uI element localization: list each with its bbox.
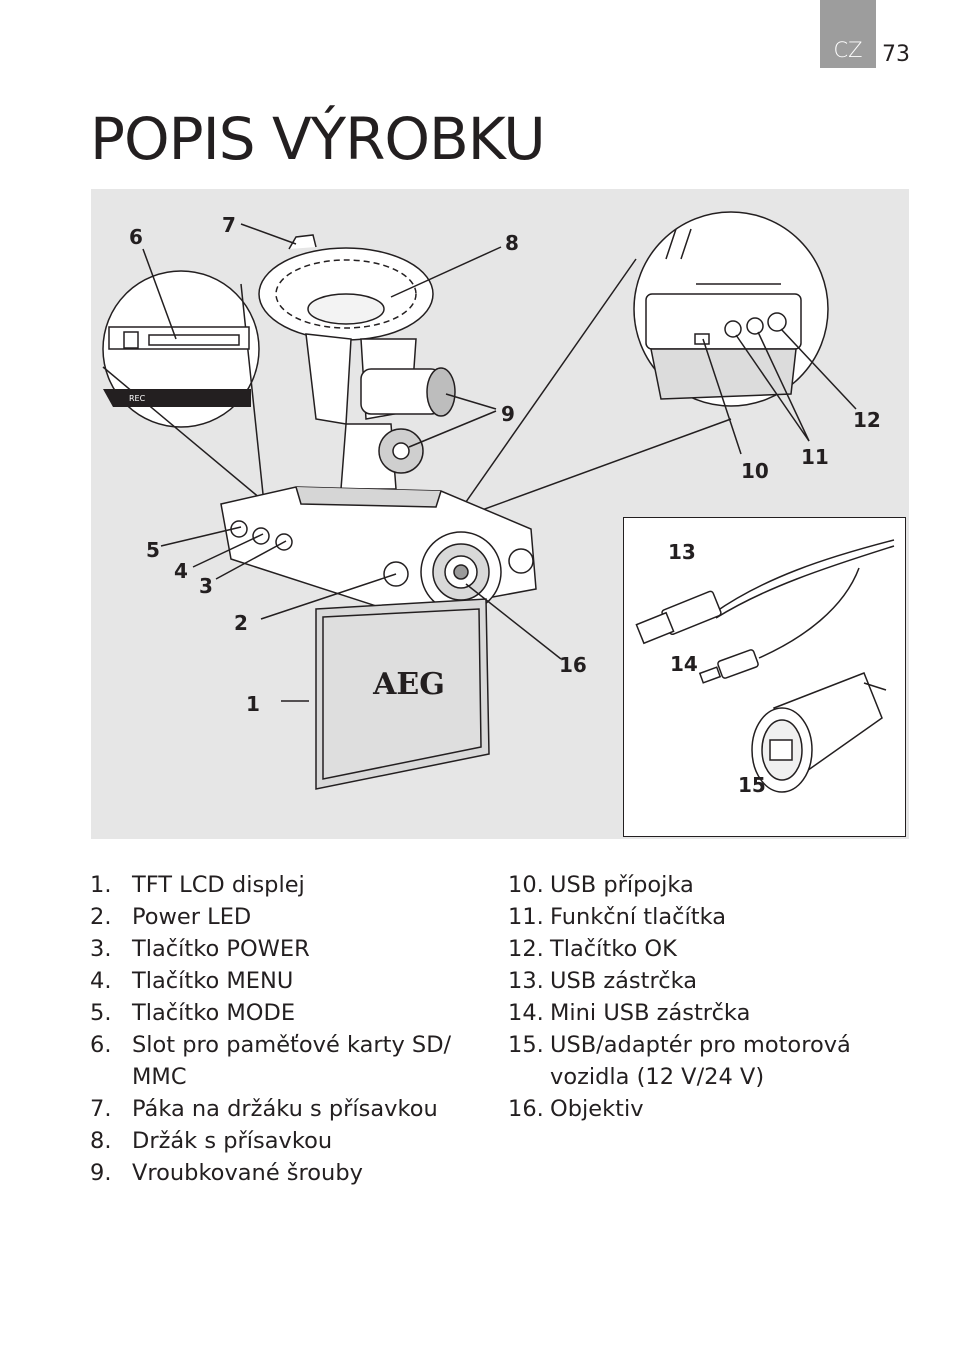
list-item: 4.Tlačítko MENU	[90, 968, 294, 994]
list-item: 14.Mini USB zástrčka	[508, 1000, 751, 1026]
page-title: POPIS VÝROBKU	[90, 105, 546, 173]
callout-1: 1	[246, 692, 260, 716]
callout-3: 3	[199, 574, 213, 598]
callout-6: 6	[129, 225, 143, 249]
callout-10: 10	[741, 459, 769, 483]
list-item: 6.Slot pro paměťové karty SD/ MMC	[90, 1032, 452, 1090]
callout-8: 8	[505, 231, 519, 255]
list-item: 5.Tlačítko MODE	[90, 1000, 296, 1026]
camera-drawing: AEG REC	[102, 211, 857, 790]
accessories-box: 13 14 15	[623, 517, 906, 837]
list-item: 11.Funkční tlačítka	[508, 904, 727, 930]
list-item: 16.Objektiv	[508, 1096, 644, 1122]
page-number: 73	[882, 42, 910, 67]
list-item: 8.Držák s přísavkou	[90, 1128, 333, 1154]
list-item: 9.Vroubkované šrouby	[90, 1160, 363, 1186]
parts-list-right: 10.USB přípojka 11.Funkční tlačítka 12.T…	[508, 869, 888, 1125]
callout-13: 13	[668, 540, 696, 564]
list-item: 12.Tlačítko OK	[508, 936, 677, 962]
callout-16: 16	[559, 653, 587, 677]
parts-list-left: 1.TFT LCD displej 2.Power LED 3.Tlačítko…	[90, 869, 470, 1189]
callout-11: 11	[801, 445, 829, 469]
callout-7: 7	[222, 213, 236, 237]
list-item: 1.TFT LCD displej	[90, 872, 305, 898]
list-item: 15.USB/adaptér pro motorová vozidla (12 …	[508, 1032, 851, 1090]
callout-4: 4	[174, 559, 188, 583]
list-item: 2.Power LED	[90, 904, 252, 930]
list-item: 3.Tlačítko POWER	[90, 936, 310, 962]
list-item: 10.USB přípojka	[508, 872, 694, 898]
callout-2: 2	[234, 611, 248, 635]
language-code: CZ	[833, 38, 863, 62]
callout-15: 15	[738, 773, 766, 797]
callout-9: 9	[501, 402, 515, 426]
callout-5: 5	[146, 538, 160, 562]
product-illustration: AEG REC 1 2 3 4 5 6 7 8 9 10 11 12	[91, 189, 909, 839]
callout-14: 14	[670, 652, 698, 676]
callout-12: 12	[853, 408, 881, 432]
accessories-drawing	[635, 539, 895, 793]
rec-label: REC	[129, 394, 146, 403]
aeg-logo: AEG	[372, 667, 445, 702]
list-item: 7.Páka na držáku s přísavkou	[90, 1096, 438, 1122]
language-tab: CZ	[820, 0, 876, 68]
list-item: 13.USB zástrčka	[508, 968, 698, 994]
